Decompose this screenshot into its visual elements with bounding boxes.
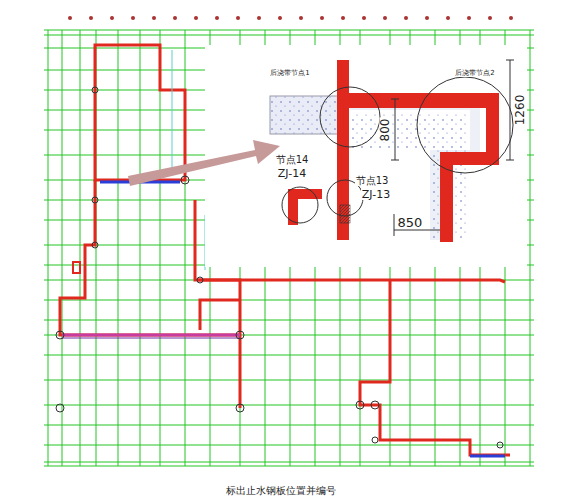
- axis-dot: [509, 16, 513, 20]
- axis-dot: [152, 16, 156, 20]
- axis-dot: [173, 16, 177, 20]
- grid-line: [44, 355, 534, 356]
- grid-line: [44, 445, 534, 446]
- grid-line: [140, 30, 141, 466]
- axis-dot: [278, 16, 282, 20]
- grid-line: [44, 466, 534, 467]
- axis-dot: [341, 16, 345, 20]
- axis-dot: [467, 16, 471, 20]
- grid-line: [44, 425, 534, 426]
- grid-line: [44, 30, 534, 31]
- axis-dot: [383, 16, 387, 20]
- axis-dot: [236, 16, 240, 20]
- axis-dot: [257, 16, 261, 20]
- axis-dot: [425, 16, 429, 20]
- axis-dot: [89, 16, 93, 20]
- grid-line: [44, 462, 534, 463]
- grid-line: [80, 30, 81, 466]
- axis-dot: [362, 16, 366, 20]
- grid-line: [118, 30, 119, 466]
- axis-dot: [446, 16, 450, 20]
- grid-line: [44, 300, 534, 301]
- axis-dot: [320, 16, 324, 20]
- grid-line: [44, 335, 534, 336]
- axis-dot: [404, 16, 408, 20]
- node-number: 节点13: [355, 176, 390, 186]
- node-code: ZJ-14: [277, 168, 307, 179]
- figure-caption: 标出止水钢板位置并编号: [226, 486, 336, 496]
- axis-dot: [110, 16, 114, 20]
- axis-dot: [194, 16, 198, 20]
- grid-line: [530, 30, 531, 466]
- grid-line: [62, 30, 63, 466]
- node-number: 节点14: [275, 155, 310, 165]
- dimension-text: 1260: [514, 94, 526, 127]
- axis-dot: [299, 16, 303, 20]
- grid-line: [44, 405, 534, 406]
- node-title: 后浇带节点1: [269, 70, 310, 77]
- axis-dot: [488, 16, 492, 20]
- node-code: ZJ-13: [361, 189, 391, 200]
- axis-dot: [68, 16, 72, 20]
- dimension-text: 850: [397, 216, 424, 229]
- grid-line: [48, 30, 49, 466]
- grid-line: [44, 35, 534, 36]
- axis-dot: [215, 16, 219, 20]
- grid-line: [44, 380, 534, 381]
- node-title: 后浇带节点2: [454, 70, 495, 77]
- dimension-text: 800: [379, 118, 391, 143]
- grid-line: [44, 320, 534, 321]
- axis-dot: [131, 16, 135, 20]
- grid-line: [160, 30, 161, 466]
